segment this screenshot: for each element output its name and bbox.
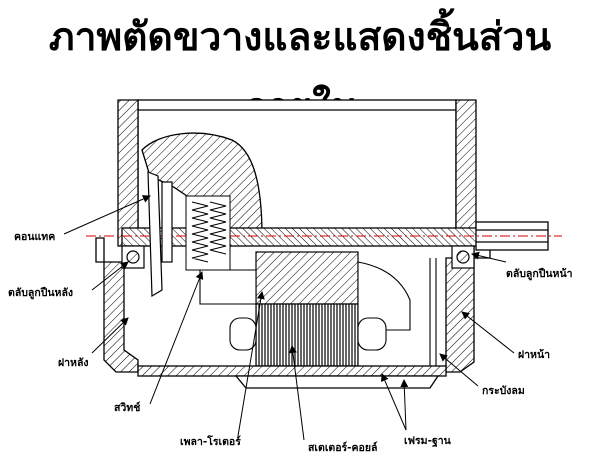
switch-springs xyxy=(185,195,231,271)
label-front-cover: ฝาหน้า xyxy=(518,349,551,361)
label-contact: คอนแทค xyxy=(14,231,56,243)
label-shaft-rotor: เพลา-โรเตอร์ xyxy=(180,436,241,448)
label-rear-cover: ฝาหลัง xyxy=(58,357,89,369)
stator-upper xyxy=(255,251,359,305)
contact-plate xyxy=(147,171,173,298)
label-front-bearing: ตลับลูกปืนหน้า xyxy=(506,268,573,280)
stator-coil xyxy=(255,303,359,367)
label-frame-base: เฟรม-ฐาน xyxy=(404,435,451,447)
leader-lines xyxy=(63,195,515,441)
front-bearing xyxy=(451,245,475,269)
frame-base xyxy=(137,365,447,389)
label-rear-bearing: ตลับลูกปืนหลัง xyxy=(8,287,74,299)
label-shield: กระบังลม xyxy=(482,385,525,397)
air-guide xyxy=(199,258,437,368)
label-stator-coil: สเตเตอร์-คอยล์ xyxy=(308,442,378,454)
label-switch: สวิทช์ xyxy=(114,402,141,414)
